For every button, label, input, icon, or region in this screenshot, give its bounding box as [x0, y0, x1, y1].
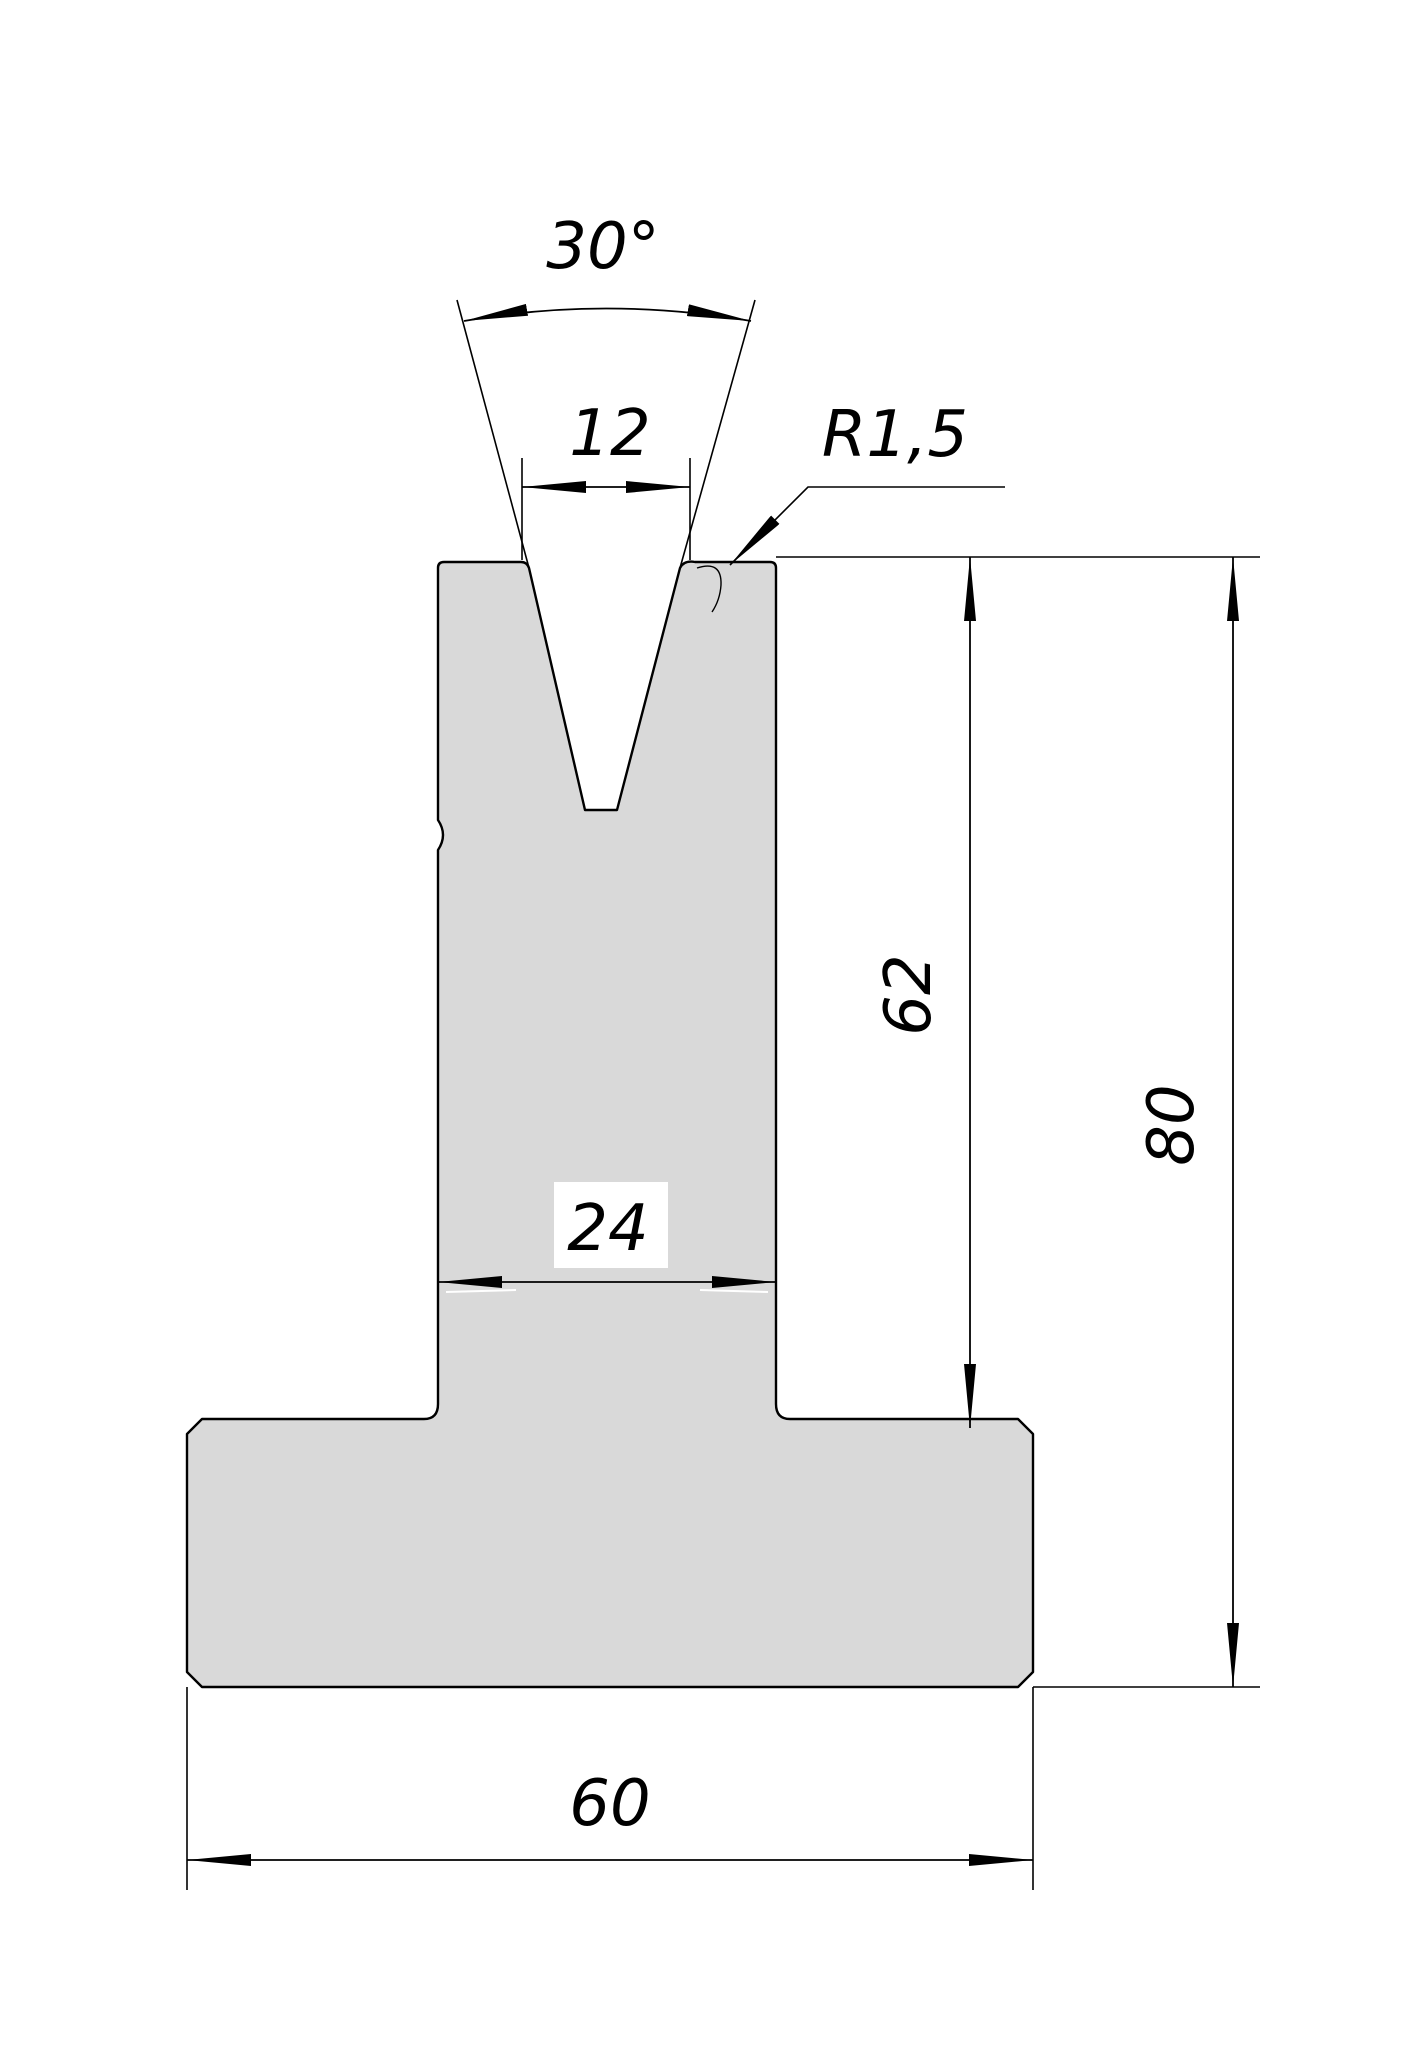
neck-arrow-highlight-right — [699, 1289, 769, 1293]
radius-label: R1,5 — [822, 398, 968, 472]
angle-extension-left — [456, 299, 530, 569]
height-80-label: 80 — [1135, 1084, 1209, 1165]
height-62-label: 62 — [872, 954, 946, 1035]
radius-leader — [729, 486, 1005, 566]
opening-label: 12 — [569, 397, 650, 471]
radius-arc — [696, 565, 722, 613]
angle-dimension-arc — [463, 303, 752, 322]
neck-arrow-highlight-left — [445, 1289, 517, 1293]
die-profile — [185, 560, 1035, 1689]
angle-extension-right — [679, 299, 756, 569]
angle-label: 30° — [546, 210, 659, 284]
base-width-label: 60 — [569, 1767, 650, 1841]
neck-width-label: 24 — [567, 1192, 648, 1266]
neck-label-background — [554, 1182, 668, 1268]
